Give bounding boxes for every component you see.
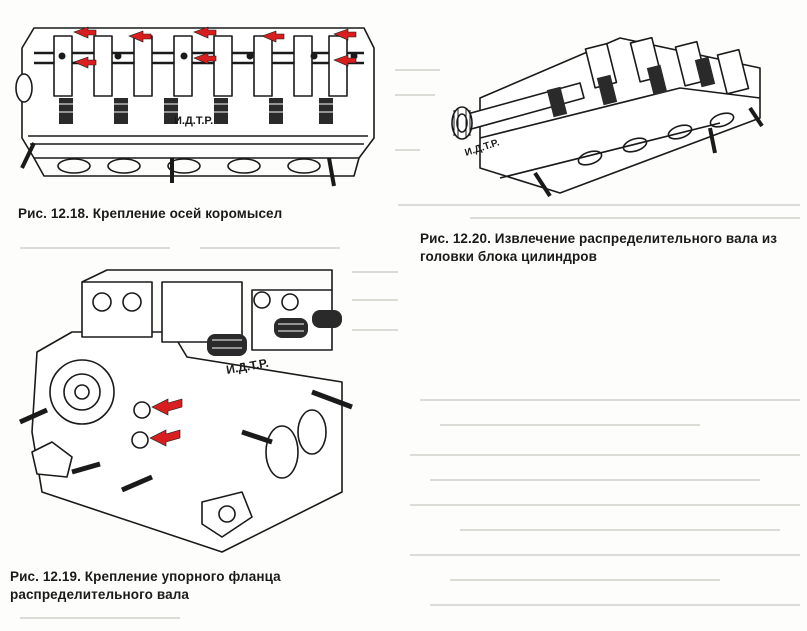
figure-12-20-illustration: И.Д.Т.Р. [440, 28, 770, 203]
caption-figure-12-19: Рис. 12.19. Крепление упорного фланца ра… [10, 569, 281, 602]
figure-12-19-illustration: И.Д.Т.Р. [12, 262, 357, 562]
caption-figure-12-20: Рис. 12.20. Извлечение распределительног… [420, 231, 778, 264]
figure-12-18-illustration: И.Д.Т.Р. [14, 8, 384, 193]
watermark-idtr-1218: И.Д.Т.Р. [174, 115, 213, 127]
caption-figure-12-18: Рис. 12.18. Крепление осей коромысел [18, 206, 283, 221]
